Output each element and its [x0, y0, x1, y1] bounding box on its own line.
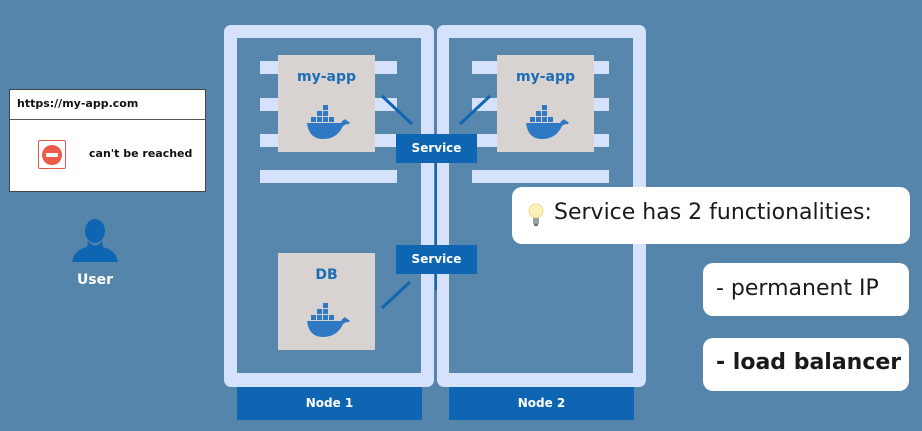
node-2-label[interactable]: Node 2 [449, 387, 634, 420]
feature-card-load-balancer: - load balancer [703, 338, 909, 391]
service-link-line [435, 150, 437, 290]
callout-title-card: Service has 2 functionalities: [512, 187, 910, 244]
network-bar [260, 170, 397, 183]
docker-whale-icon [307, 303, 350, 337]
user-label: User [76, 272, 114, 288]
pod-my-app-1[interactable]: my-app [278, 55, 375, 152]
connector-line [380, 94, 414, 126]
callout-title: Service has 2 functionalities: [554, 200, 872, 225]
docker-whale-icon [307, 105, 350, 139]
no-entry-icon [38, 140, 66, 169]
feature-item: - permanent IP [716, 276, 879, 301]
docker-whale-icon [526, 105, 569, 139]
pod-my-app-2[interactable]: my-app [497, 55, 594, 152]
node-1-label[interactable]: Node 1 [237, 387, 422, 420]
pod-label: my-app [515, 69, 575, 85]
pod-label: DB [315, 267, 338, 283]
pod-db[interactable]: DB [278, 253, 375, 350]
connector-line [458, 94, 492, 126]
feature-card-permanent-ip: - permanent IP [703, 263, 909, 316]
service-box-2[interactable]: Service [396, 245, 477, 274]
connector-line [380, 280, 412, 310]
error-message: can't be reached [89, 147, 193, 160]
user-silhouette-icon [70, 214, 120, 264]
network-bar [472, 170, 609, 183]
url-bar[interactable]: https://my-app.com [10, 90, 205, 120]
lightbulb-icon [528, 203, 544, 226]
browser-window: https://my-app.com can't be reached [9, 89, 206, 192]
pod-label: my-app [296, 69, 356, 85]
feature-item: - load balancer [716, 350, 902, 375]
service-box-1[interactable]: Service [396, 134, 477, 163]
